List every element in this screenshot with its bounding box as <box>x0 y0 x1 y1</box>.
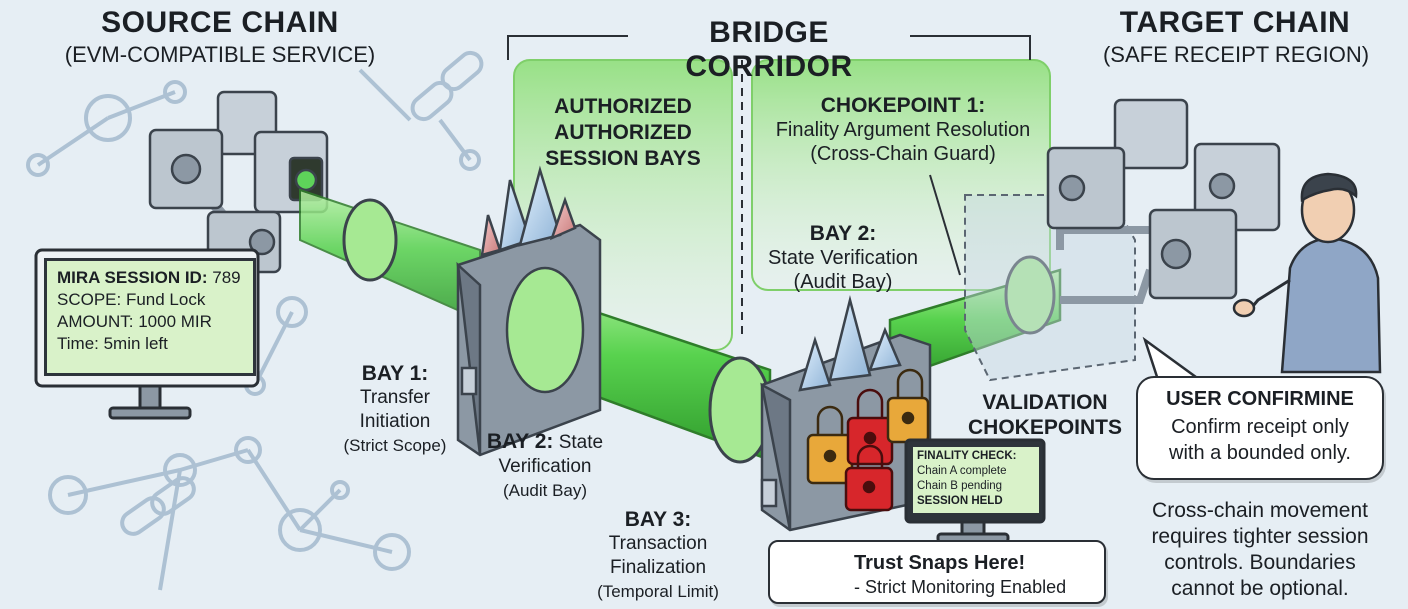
network-graph-left <box>26 50 484 591</box>
target-chain-subtitle: (SAFE RECEIPT REGION) <box>1102 42 1370 67</box>
bay-line: Finalization <box>609 557 707 578</box>
trust-warning-box: Trust Snaps Here! - Strict Monitoring En… <box>768 540 1106 604</box>
bridge-corridor-title: BRIDGE CORRIDOR <box>685 16 853 83</box>
target-vaults <box>1046 98 1281 304</box>
chokepoint-line: (Cross-Chain Guard) <box>810 143 996 165</box>
finality-status: SESSION HELD <box>917 495 1003 507</box>
session-id-label: MIRA SESSION ID: <box>57 268 208 287</box>
user-bubble-line: with a bounded only. <box>1169 442 1351 464</box>
trust-line: - Strict Monitoring Enabled <box>854 577 1067 597</box>
footer-note: Cross-chain movement requires tighter se… <box>1124 498 1396 602</box>
user-figure <box>1232 172 1382 374</box>
validation-line: VALIDATION <box>982 391 1108 414</box>
session-monitor-screen: MIRA SESSION ID: 789 SCOPE: Fund Lock AM… <box>44 258 256 376</box>
gate-bay1 <box>456 165 602 457</box>
source-chain-subtitle: (EVM-COMPATIBLE SERVICE) <box>64 42 376 67</box>
bay-2-lower-label: BAY 2: State Verification (Audit Bay) <box>470 430 620 503</box>
bay-title: BAY 2: <box>809 222 877 245</box>
bay-3-label: BAY 3: Transaction Finalization (Tempora… <box>580 508 736 604</box>
validation-chokepoints-label: VALIDATION CHOKEPOINTS <box>960 390 1130 440</box>
bay-1-label: BAY 1: Transfer Initiation (Strict Scope… <box>322 362 468 458</box>
bay-title: BAY 1: <box>361 362 429 385</box>
bay-line: Transaction <box>608 533 708 554</box>
bay-line: (Audit Bay) <box>502 481 588 500</box>
authorized-line: SESSION BAYS <box>545 147 701 170</box>
bay-2-upper-label: BAY 2: State Verification (Audit Bay) <box>748 222 938 294</box>
finality-line: Chain B pending <box>917 480 1003 492</box>
finality-monitor-screen: FINALITY CHECK: Chain A complete Chain B… <box>912 446 1040 514</box>
trust-title: Trust Snaps Here! <box>854 552 1026 574</box>
bay-line: State Verification <box>767 247 919 269</box>
chokepoint-title: CHOKEPOINT 1: <box>820 94 986 117</box>
corridor-bracket <box>507 35 1031 60</box>
bay-title: BAY 3: <box>624 508 692 531</box>
user-bubble-line: Confirm receipt only <box>1171 416 1349 438</box>
finality-title: FINALITY CHECK: <box>917 450 1017 462</box>
bay-line: (Strict Scope) <box>343 436 447 455</box>
bay-line: State <box>558 432 604 453</box>
bay-line: (Audit Bay) <box>793 271 893 293</box>
session-scope: SCOPE: Fund Lock <box>57 290 206 309</box>
chokepoint-1-label: CHOKEPOINT 1: Finality Argument Resoluti… <box>748 94 1058 166</box>
bay-title: BAY 2: <box>486 430 554 453</box>
bay-line: (Temporal Limit) <box>597 582 719 601</box>
bay-line: Verification <box>498 456 592 477</box>
validation-line: CHOKEPOINTS <box>967 416 1122 439</box>
user-bubble-title: USER CONFIRMINE <box>1166 388 1354 410</box>
user-speech-bubble: USER CONFIRMINE Confirm receipt only wit… <box>1136 376 1384 480</box>
chokepoint-line: Finality Argument Resolution <box>775 119 1031 141</box>
footer-line: controls. Boundaries <box>1164 551 1356 574</box>
session-amount: AMOUNT: 1000 MIR <box>57 312 212 331</box>
padlocks <box>806 368 930 512</box>
footer-line: requires tighter session <box>1151 525 1369 548</box>
lock-icon <box>806 405 854 485</box>
session-id-value: 789 <box>212 268 241 287</box>
finality-line: Chain A complete <box>917 465 1007 477</box>
bay-line: Initiation <box>359 411 431 432</box>
session-time: Time: 5min left <box>57 334 168 353</box>
bay-line: Transfer <box>359 387 431 408</box>
footer-line: cannot be optional. <box>1171 577 1349 600</box>
source-chain-title: SOURCE CHAIN <box>101 6 339 39</box>
footer-line: Cross-chain movement <box>1152 499 1368 522</box>
authorized-bays-label: AUTHORIZED AUTHORIZED SESSION BAYS <box>520 94 726 172</box>
authorized-line: AUTHORIZED <box>554 95 692 118</box>
source-vaults <box>148 90 329 274</box>
lock-icon <box>886 368 930 444</box>
target-chain-title: TARGET CHAIN <box>1119 6 1351 39</box>
authorized-line: AUTHORIZED <box>554 121 692 144</box>
lock-icon <box>844 388 894 512</box>
